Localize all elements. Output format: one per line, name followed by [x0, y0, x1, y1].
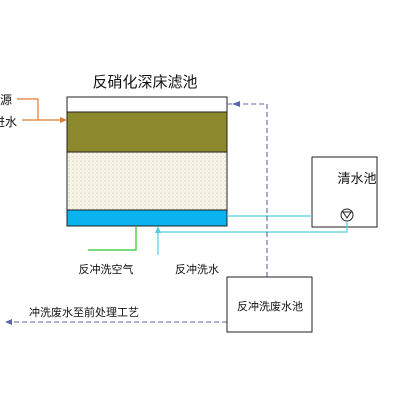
clean-water-tank-label: 清水池	[337, 172, 376, 187]
filter-tank	[66, 96, 228, 227]
carbon-source-label: 碳源	[0, 93, 12, 107]
backwash-air-label: 反冲洗空气	[79, 262, 134, 276]
influent-label: 进水	[0, 115, 17, 129]
backwash-water-label: 反冲洗水	[175, 262, 219, 276]
arrow-left-icon	[232, 101, 240, 107]
backwash-waste-tank	[226, 276, 313, 333]
sand-layer	[66, 151, 228, 211]
filter-title: 反硝化深床滤池	[92, 73, 197, 91]
water-layer	[66, 209, 228, 227]
to-pretreatment-label: 冲洗废水至前处理工艺	[29, 305, 139, 319]
clean-water-tank	[311, 156, 378, 228]
water-lines	[155, 215, 348, 255]
tank-top-layer	[66, 96, 228, 113]
filter-media-layer	[66, 111, 228, 153]
air-line	[88, 226, 137, 251]
inlet-lines	[17, 98, 67, 123]
pump-icon	[340, 208, 354, 222]
dashed-return-line	[10, 103, 268, 323]
arrow-left-icon	[5, 319, 12, 325]
backwash-waste-tank-label: 反冲洗废水池	[237, 299, 303, 313]
